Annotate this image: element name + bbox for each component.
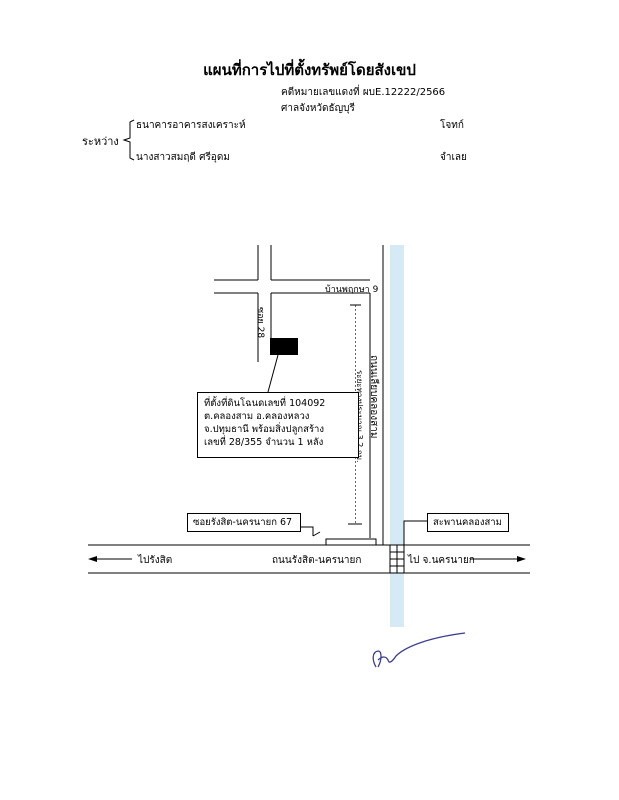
plaintiff-role: โจทก์ <box>440 120 464 131</box>
court-name: ศาลจังหวัดธัญบุรี <box>281 103 355 114</box>
property-desc-line: เลขที่ 28/355 จำนวน 1 หลัง <box>204 437 324 448</box>
defendant-name: นางสาวสมฤดี ศรีอุดม <box>136 152 230 163</box>
to-nakhon-nayok-label: ไป จ.นครนายก <box>408 555 475 566</box>
klongsam-road-label: ถนนเลียบคลองสาม <box>368 355 379 439</box>
pointer-line <box>267 354 279 393</box>
main-road-label: ถนนรังสิต-นครนายก <box>272 555 362 566</box>
property-desc-line: จ.ปทุมธานี พร้อมสิ่งปลูกสร้าง <box>204 424 325 435</box>
case-number: คดีหมายเลขแดงที่ ผบE.12222/2566 <box>281 87 446 98</box>
property-marker <box>270 338 298 355</box>
signature <box>372 632 466 668</box>
bridge-label: สะพานคลองสาม <box>427 513 509 532</box>
plaintiff-name: ธนาคารอาคารสงเคราะห์ <box>136 120 246 131</box>
defendant-role: จำเลย <box>440 152 467 163</box>
property-desc-line: ต.คลองสาม อ.คลองหลวง <box>204 411 310 422</box>
canal <box>390 245 404 627</box>
soi-28-label: ซอย 28 <box>255 307 265 339</box>
soi-67-label: ซอยรังสิต-นครนายก 67 <box>187 513 301 532</box>
page-title: แผนที่การไปที่ตั้งทรัพย์โดยสังเขป <box>203 61 416 79</box>
to-rangsit-label: ไปรังสิต <box>138 555 173 566</box>
property-description-box: ที่ตั้งที่ดินโฉนดเลขที่ 104092 ต.คลองสาม… <box>197 392 359 458</box>
between-label: ระหว่าง <box>82 135 119 148</box>
village-label: บ้านพฤกษา 9 <box>325 285 379 295</box>
property-desc-line: ที่ตั้งที่ดินโฉนดเลขที่ 104092 <box>204 398 326 409</box>
party-bracket <box>122 119 135 161</box>
